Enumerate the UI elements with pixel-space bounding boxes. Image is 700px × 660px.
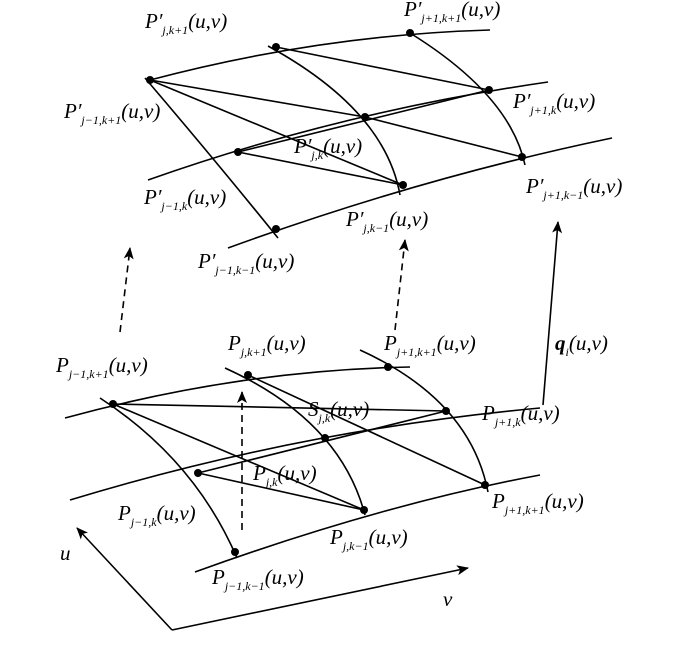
upper-nodes [146, 29, 526, 233]
upper-node [485, 86, 493, 94]
upper-node [146, 76, 154, 84]
upper-diag-4 [275, 46, 490, 91]
label-lower-jm1-k: Pj−1,k(u,v) [117, 501, 196, 529]
lower-nodes [109, 363, 489, 556]
label-lower-jp1-k: Pj+1,k(u,v) [481, 401, 560, 429]
label-lower-j-km1: Pj,k−1(u,v) [329, 525, 408, 553]
label-upper-jm1-k: P′j−1,k(u,v) [143, 185, 226, 213]
upper-col-jp1 [409, 32, 526, 166]
lower-node [109, 400, 117, 408]
lower-node [481, 481, 489, 489]
upper-node [272, 225, 280, 233]
upper-node [234, 148, 242, 156]
label-lower-jm1-km1: Pj−1,k−1(u,v) [211, 565, 304, 593]
lower-row-k [69, 407, 541, 501]
v-axis-label: v [443, 587, 453, 611]
upper-diag-5 [237, 151, 404, 186]
upper-diag-2 [149, 79, 366, 118]
label-upper-j-k: P′j,k(u,v) [293, 134, 362, 162]
label-upper-j-kp1: P′j,k+1(u,v) [144, 9, 227, 37]
upper-diag-6 [364, 116, 523, 158]
lower-node [231, 548, 239, 556]
lower-node [321, 434, 329, 442]
lower-col-jm1 [99, 397, 238, 559]
label-upper-jp1-km1: P′j+1,k−1(u,v) [525, 174, 622, 202]
label-upper-jm1-kp1: P′j−1,k+1(u,v) [63, 99, 160, 127]
mapping-arrows [119, 221, 563, 530]
lower-node [442, 407, 450, 415]
label-lower-j-k: Pj,k(u,v) [252, 461, 317, 489]
u-axis-label: u [60, 541, 71, 565]
v-axis-arrow [171, 565, 469, 631]
label-lower-jp1-kp1-top: Pj+1,k+1(u,v) [383, 331, 476, 359]
label-lower-jm1-kp1: Pj−1,k+1(u,v) [55, 353, 148, 381]
lower-node [194, 469, 202, 477]
label-q-vector: qi(u,v) [555, 331, 608, 359]
upper-labels: P′j,k+1(u,v) P′j+1,k+1(u,v) P′j−1,k+1(u,… [63, 0, 622, 277]
label-lower-jp1-kp1-bottom: Pj+1,k+1(u,v) [491, 489, 584, 517]
lower-node [244, 371, 252, 379]
upper-diag-3 [237, 89, 490, 153]
uv-axes: u v [60, 527, 469, 631]
upper-row-kp1 [149, 29, 491, 81]
lower-diag-2 [112, 403, 447, 412]
label-lower-s-jk: Sj,k(u,v) [308, 397, 369, 425]
u-axis-arrow [76, 527, 173, 631]
dashed-arrow-middle [394, 239, 409, 331]
upper-node [399, 181, 407, 189]
lower-diag-3 [197, 410, 447, 474]
q-vector-arrow [542, 221, 563, 406]
dashed-arrow-left [119, 247, 134, 333]
lower-diag-5 [197, 472, 365, 511]
lower-node [384, 363, 392, 371]
upper-node [361, 113, 369, 121]
lower-node [360, 506, 368, 514]
label-upper-jm1-km1: P′j−1,k−1(u,v) [197, 249, 294, 277]
lower-labels: Pj−1,k+1(u,v) Pj,k+1(u,v) Pj+1,k+1(u,v) … [55, 331, 584, 593]
upper-node [272, 43, 280, 51]
upper-diag-1 [149, 79, 404, 186]
lower-diag-4 [247, 374, 486, 486]
lower-col-j [224, 367, 366, 516]
label-upper-jp1-k: P′j+1,k(u,v) [512, 89, 595, 117]
upper-node [518, 153, 526, 161]
label-upper-j-km1: P′j,k−1(u,v) [345, 207, 428, 235]
upper-surface-grid [144, 29, 613, 249]
upper-col-jm1 [144, 77, 279, 239]
upper-node [406, 29, 414, 37]
lower-row-km1 [194, 474, 541, 573]
label-lower-j-kp1: Pj,k+1(u,v) [227, 331, 306, 359]
lower-diag-1 [112, 403, 365, 511]
label-upper-jp1-kp1: P′j+1,k+1(u,v) [403, 0, 500, 25]
